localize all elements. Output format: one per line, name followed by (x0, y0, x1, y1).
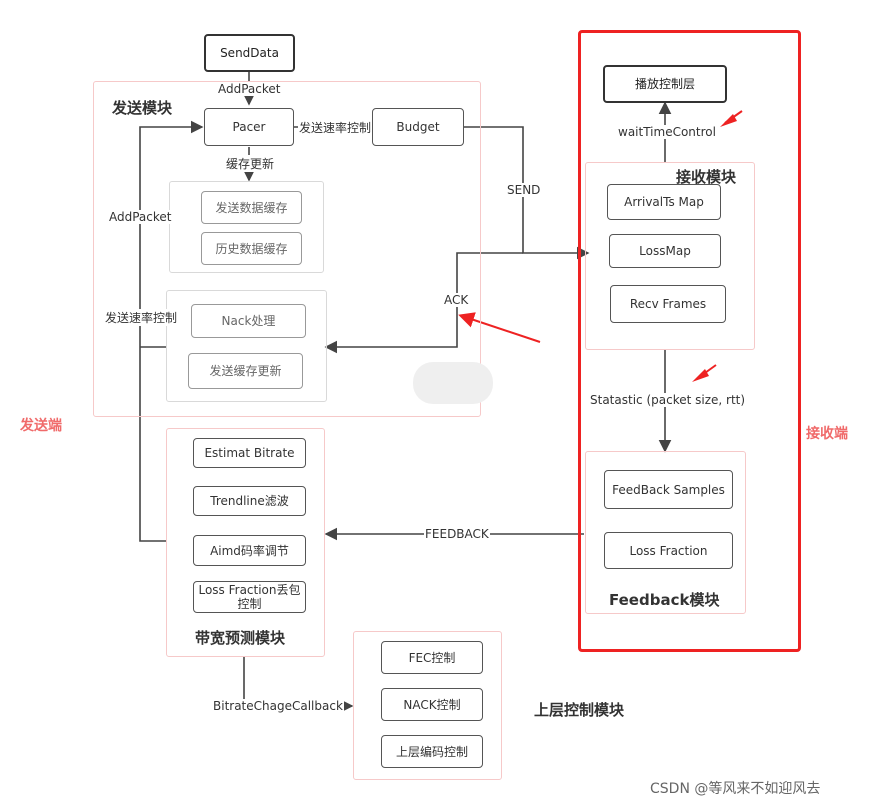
send-data-box: SendData (204, 34, 295, 72)
ack-label: ACK (443, 293, 470, 307)
feedback-module-region (585, 451, 746, 614)
nack-control-box: NACK控制 (381, 688, 483, 721)
upper-control-title: 上层控制模块 (534, 701, 625, 719)
ghost-button (413, 362, 493, 404)
watermark: CSDN @等风来不如迎风去 (650, 781, 821, 797)
send-module-title: 发送模块 (112, 99, 173, 117)
receiver-side-label: 接收端 (806, 426, 848, 442)
send-buffer-update-box: 发送缓存更新 (188, 353, 303, 389)
red-arrow-stat-head (692, 369, 709, 382)
loss-fraction-control-box: Loss Fraction丢包控制 (193, 581, 306, 613)
red-arrow-ack (458, 312, 541, 343)
receiver-side-frame (578, 30, 801, 652)
feedback-module-title: Feedback模块 (609, 591, 720, 609)
receive-module-region (585, 162, 755, 350)
add-packet-left-label: AddPacket (108, 210, 173, 224)
feedback-label: FEEDBACK (424, 527, 490, 541)
send-buffer-box: 发送数据缓存 (201, 191, 302, 224)
nack-process-box: Nack处理 (191, 304, 306, 338)
upper-control-region (353, 631, 502, 780)
feedback-samples-box: FeedBack Samples (604, 470, 733, 509)
loss-fraction-box: Loss Fraction (604, 532, 733, 569)
bwe-module-region (166, 428, 325, 657)
edge-bwe-pacer (139, 120, 204, 542)
history-buffer-box: 历史数据缓存 (201, 232, 302, 265)
budget-box: Budget (372, 108, 464, 146)
rate-control-left-label: 发送速率控制 (104, 309, 179, 326)
trendline-box: Trendline滤波 (193, 486, 306, 516)
rate-control-pacer-budget-label: 发送速率控制 (298, 119, 373, 136)
statastic-label: Statastic (packet size, rtt) (589, 393, 747, 407)
receive-module-title: 接收模块 (676, 168, 737, 186)
sender-side-label: 发送端 (20, 418, 62, 434)
bwe-module-title: 带宽预测模块 (195, 629, 286, 647)
upper-encode-control-box: 上层编码控制 (381, 735, 483, 768)
add-packet-top-label: AddPacket (217, 82, 282, 96)
red-arrow-wait-head (720, 114, 737, 127)
fec-control-box: FEC控制 (381, 641, 483, 674)
arrival-ts-map-box: ArrivalTs Map (607, 184, 721, 220)
send-module-region (93, 81, 481, 417)
buffer-group-region (169, 181, 324, 273)
pacer-box: Pacer (204, 108, 294, 146)
aimd-box: Aimd码率调节 (193, 535, 306, 566)
wait-time-control-label: waitTimeControl (617, 125, 717, 139)
send-label: SEND (506, 183, 542, 197)
loss-map-box: LossMap (609, 234, 721, 268)
recv-frames-box: Recv Frames (610, 285, 726, 323)
buffer-update-label: 缓存更新 (225, 155, 276, 172)
bitrate-callback-label: BitrateChageCallback (212, 699, 344, 713)
estimat-bitrate-box: Estimat Bitrate (193, 438, 306, 468)
playback-control-box: 播放控制层 (603, 65, 727, 103)
nack-group-region (166, 290, 327, 402)
